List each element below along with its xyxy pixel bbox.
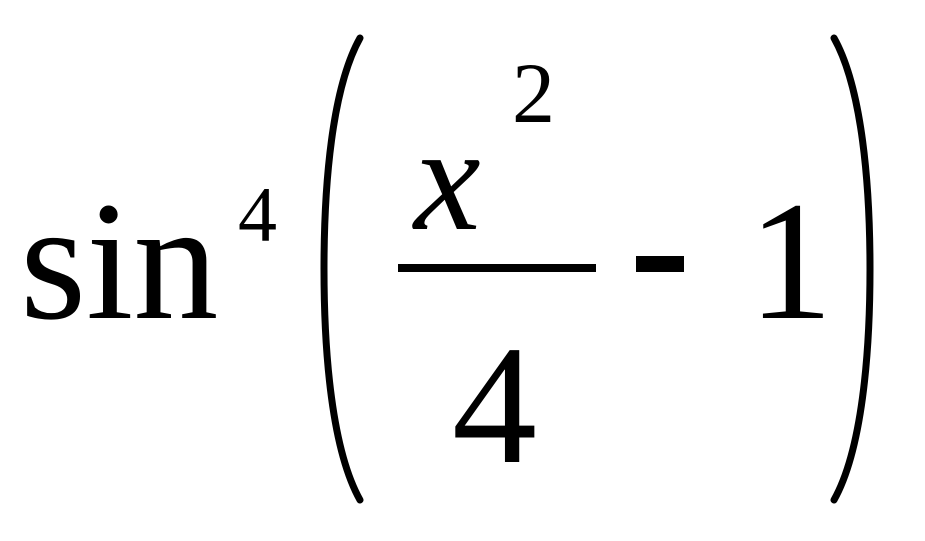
left-parenthesis-icon xyxy=(314,34,374,504)
right-parenthesis-icon xyxy=(820,34,880,504)
function-name: sin xyxy=(20,167,219,355)
denominator: 4 xyxy=(452,311,537,499)
function-power: 4 xyxy=(238,171,277,258)
numerator-variable: x xyxy=(414,96,481,262)
numerator-exponent: 2 xyxy=(512,45,555,141)
fraction-bar xyxy=(398,264,596,272)
minus-operator xyxy=(636,256,684,272)
constant-term: 1 xyxy=(748,167,833,355)
